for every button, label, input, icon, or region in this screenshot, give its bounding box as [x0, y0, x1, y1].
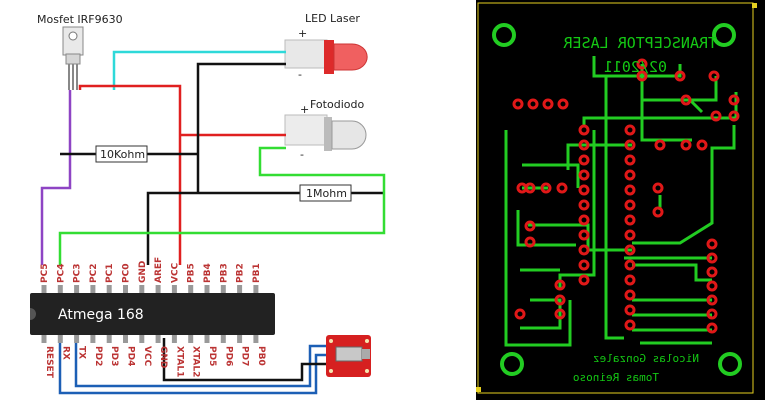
chip-top-pin-label: PB4 [203, 263, 213, 283]
r1m-label: 1Mohm [306, 187, 347, 200]
photodiode-label: Fotodiodo [310, 98, 364, 111]
chip-bottom-pin-label: XTAL2 [191, 346, 201, 377]
pcb-corner-marker [476, 387, 481, 392]
chip-pin [41, 285, 47, 293]
pcb-name-2: Tomas Reinoso [573, 371, 659, 384]
chip-pin [123, 335, 128, 343]
chip-pin [188, 335, 194, 343]
black-wire-gnd [146, 191, 300, 265]
red-wire-top [78, 84, 182, 265]
pcb-title: TRANSCEPTOR LASER [563, 34, 717, 52]
chip-label: Atmega 168 [58, 307, 144, 323]
resistor-1m: 1Mohm [299, 184, 352, 202]
chip-pin [139, 285, 145, 293]
black-wire-usb [162, 338, 327, 382]
chip-pin [220, 335, 226, 343]
laser-label: LED Laser [305, 12, 360, 25]
atmega-chip: Atmega 168 [30, 293, 275, 335]
chip-pin [204, 285, 210, 293]
photodiode-minus-label: - [300, 148, 304, 161]
chip-pin [74, 335, 80, 343]
pcb-corner-marker [752, 3, 757, 8]
chip-pin [237, 285, 243, 293]
chip-bottom-pin-label: RX [60, 346, 70, 360]
chip-bottom-pin-label: RESET [44, 346, 54, 379]
chip-pin [237, 335, 243, 343]
chip-pin [90, 335, 96, 343]
chip-pin [57, 335, 63, 343]
chip-bottom-pin-label: GND [158, 346, 168, 368]
chip-top-pin-label: PC2 [89, 264, 99, 283]
chip-pin [253, 335, 259, 343]
chip-bottom-pin-label: PD5 [207, 346, 217, 366]
schematic: Mosfet IRF9630 LED Laser + - Fotodiodo +… [30, 12, 386, 395]
chip-pin [57, 285, 63, 293]
chip-pin [253, 285, 259, 293]
mosfet-label: Mosfet IRF9630 [37, 13, 123, 26]
chip-top-pin-label: PB1 [252, 263, 262, 283]
chip-top-pins: PC5 PC4 PC3 PC2 PC1 PC0 GND AREF VCC PB5 PB4 PB3 PB2… [40, 257, 262, 293]
wires [40, 50, 386, 395]
chip-top-pin-label: PB5 [187, 263, 197, 283]
pcb-name-1: Nicolas Gonzalez [593, 352, 699, 365]
chip-bottom-pins: RESET RX TX PD2 PD3 PD4 VCC GND XTAL1 XTAL2 PD5 PD6… [41, 335, 266, 379]
chip-top-pin-label: VCC [170, 262, 180, 283]
photodiode-plus-label: + [300, 103, 309, 116]
purple-wire [40, 90, 72, 265]
led-laser-component [284, 39, 368, 74]
chip-bottom-pin-label: VCC [142, 346, 152, 367]
blue-wire-tx [74, 338, 327, 388]
chip-pin [123, 285, 128, 293]
mounting-holes [492, 23, 742, 376]
mosfet-component [62, 26, 84, 90]
chip-pin [188, 285, 194, 293]
chip-pin [171, 335, 177, 343]
chip-top-pin-label: PC0 [122, 264, 132, 283]
pcb-date: 02/2011 [604, 58, 667, 76]
cyan-wire [112, 50, 286, 90]
chip-pin [204, 335, 210, 343]
chip-pin [155, 285, 161, 293]
laser-minus-label: - [298, 68, 302, 81]
chip-bottom-pin-label: PB0 [256, 346, 266, 366]
usb-module [326, 335, 371, 377]
chip-top-pin-label: PC5 [40, 264, 50, 283]
green-wire [58, 146, 386, 265]
pcb-layout: TRANSCEPTOR LASER 02/2011 Nicolas Gonzal… [476, 0, 765, 400]
chip-pin [139, 335, 145, 343]
pcb-traces [504, 56, 738, 347]
chip-bottom-pin-label: PD6 [223, 346, 233, 366]
chip-pin [106, 285, 112, 293]
chip-top-pin-label: PB2 [236, 263, 246, 283]
resistor-10k: 10Kohm [95, 145, 148, 163]
pcb-pads [512, 58, 740, 334]
chip-bottom-pin-label: TX [77, 346, 87, 359]
photodiode-component [284, 114, 367, 151]
chip-bottom-pin-label: XTAL1 [174, 346, 184, 377]
chip-bottom-pin-label: PD2 [93, 346, 103, 366]
chip-top-pin-label: PC3 [73, 264, 83, 283]
chip-pin [171, 285, 177, 293]
chip-top-pin-label: PB3 [219, 263, 229, 283]
chip-top-pin-label: GND [138, 261, 148, 283]
chip-bottom-pin-label: PD3 [109, 346, 119, 366]
blue-wire-rx [58, 338, 327, 395]
chip-top-pin-label: AREF [154, 257, 164, 283]
chip-pin [155, 335, 161, 343]
chip-pin [74, 285, 80, 293]
r10k-label: 10Kohm [100, 148, 145, 161]
chip-pin [41, 335, 47, 343]
chip-top-pin-label: PC1 [105, 264, 115, 283]
chip-pin [90, 285, 96, 293]
chip-pin [220, 285, 226, 293]
laser-plus-label: + [298, 27, 307, 40]
chip-bottom-pin-label: PD4 [126, 346, 136, 366]
black-wire-laser [196, 62, 286, 193]
chip-pin [106, 335, 112, 343]
chip-bottom-pin-label: PD7 [240, 346, 250, 366]
chip-top-pin-label: PC4 [56, 264, 66, 283]
